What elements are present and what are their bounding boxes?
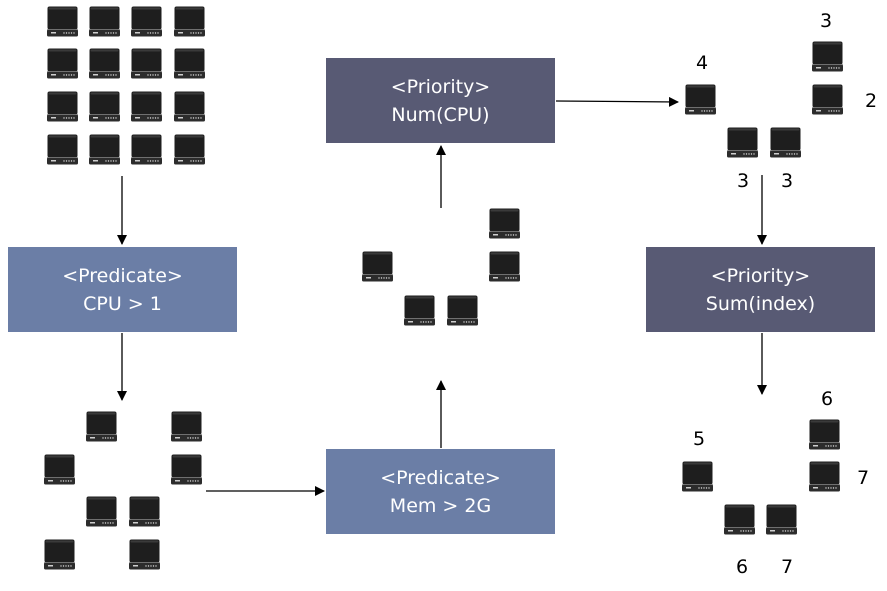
score-sum-index-1: 5 <box>693 428 706 450</box>
server-icon <box>89 6 120 37</box>
score-num-cpu-2: 3 <box>820 10 833 32</box>
server-icon <box>47 91 78 122</box>
server-icon <box>47 48 78 79</box>
predicate-mem-rule: Mem > 2G <box>389 494 492 517</box>
predicate-cpu-rule: CPU > 1 <box>83 292 162 315</box>
server-icon <box>171 454 202 485</box>
server-icon <box>727 127 758 158</box>
server-icon <box>131 6 162 37</box>
server-icon <box>131 134 162 165</box>
server-icon <box>131 48 162 79</box>
server-icon <box>129 496 160 527</box>
predicate-mem-tag: <Predicate> <box>380 466 501 489</box>
server-icon <box>404 295 435 326</box>
server-icon <box>812 41 843 72</box>
server-icon <box>685 84 716 115</box>
server-icon <box>174 91 205 122</box>
server-icon <box>766 504 797 535</box>
server-icon <box>174 48 205 79</box>
server-icon <box>47 6 78 37</box>
score-sum-index-2: 6 <box>821 388 834 410</box>
predicate-cpu-box: <Predicate> CPU > 1 <box>8 247 237 332</box>
priority-sum-index-box: <Priority> Sum(index) <box>646 247 875 332</box>
server-icon <box>89 48 120 79</box>
priority-num-cpu-tag: <Priority> <box>390 75 491 98</box>
priority-num-cpu-rule: Num(CPU) <box>391 103 490 126</box>
score-sum-index-5: 7 <box>781 556 794 578</box>
server-icon <box>86 496 117 527</box>
server-icon <box>812 84 843 115</box>
priority-sum-index-tag: <Priority> <box>710 264 811 287</box>
server-icon <box>86 411 117 442</box>
server-icon <box>362 251 393 282</box>
server-icon <box>174 6 205 37</box>
predicate-cpu-tag: <Predicate> <box>62 264 183 287</box>
server-icon <box>724 504 755 535</box>
predicate-mem-box: <Predicate> Mem > 2G <box>326 449 555 534</box>
server-icon <box>44 539 75 570</box>
server-icon <box>682 461 713 492</box>
priority-num-cpu-box: <Priority> Num(CPU) <box>326 58 555 143</box>
server-icon <box>47 134 78 165</box>
score-num-cpu-5: 3 <box>781 170 794 192</box>
server-icon <box>447 295 478 326</box>
server-icon <box>809 461 840 492</box>
score-num-cpu-3: 2 <box>865 90 878 112</box>
score-num-cpu-4: 3 <box>737 170 750 192</box>
arrow-num-priority-to-scored <box>555 96 679 107</box>
server-icon <box>89 91 120 122</box>
server-icon <box>129 539 160 570</box>
server-icon <box>44 454 75 485</box>
server-icon <box>489 251 520 282</box>
score-sum-index-3: 7 <box>857 467 870 489</box>
server-icon <box>770 127 801 158</box>
score-sum-index-4: 6 <box>736 556 749 578</box>
server-icon <box>131 91 162 122</box>
priority-sum-index-rule: Sum(index) <box>705 292 816 315</box>
server-icon <box>171 411 202 442</box>
score-num-cpu-1: 4 <box>696 52 709 74</box>
server-icon <box>809 419 840 450</box>
server-icon <box>489 208 520 239</box>
server-icon <box>89 134 120 165</box>
server-icon <box>174 134 205 165</box>
